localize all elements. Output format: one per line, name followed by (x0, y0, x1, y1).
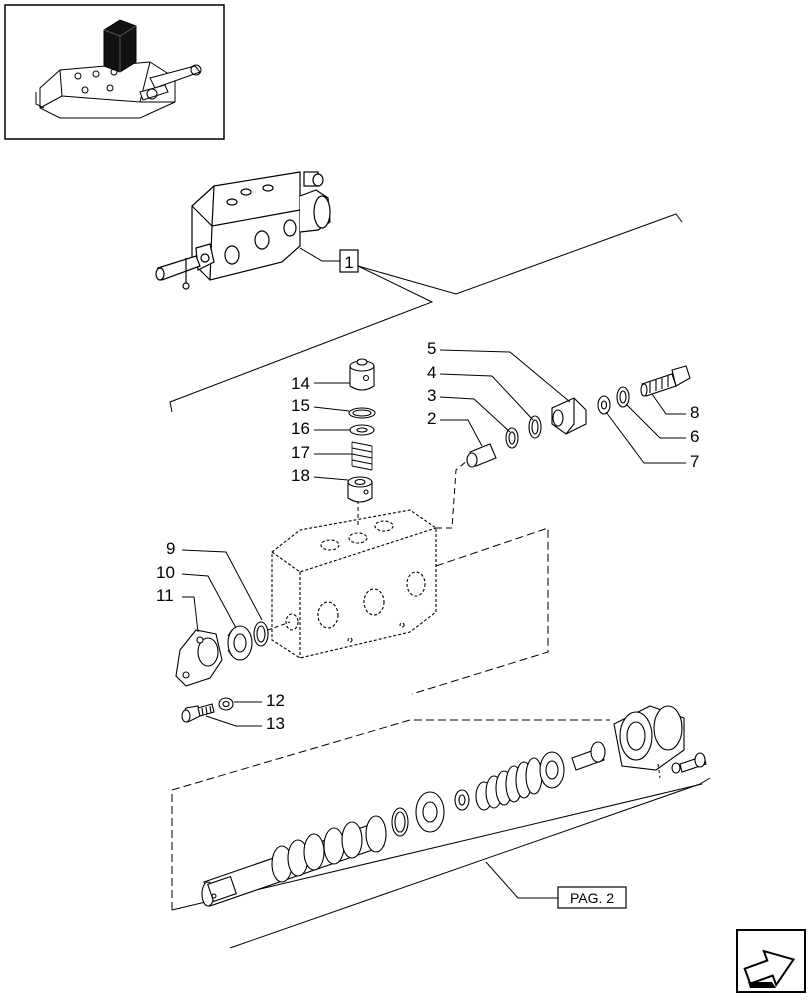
valve-body-illustration (271, 509, 437, 659)
leader-line (605, 411, 686, 464)
leader-line (205, 715, 262, 727)
svg-text:17: 17 (291, 443, 310, 462)
svg-text:3: 3 (427, 386, 436, 405)
leader-line (313, 406, 350, 412)
callout-8[interactable]: 8 (690, 403, 699, 422)
callout-7[interactable]: 7 (690, 452, 699, 471)
leader-line (169, 265, 434, 413)
callout-17[interactable]: 17 (291, 443, 310, 462)
parts-group-9-11 (175, 621, 269, 687)
callout-9[interactable]: 9 (166, 539, 175, 558)
svg-text:1: 1 (344, 253, 353, 272)
leader-line (181, 549, 263, 621)
parts-stack-2-8 (466, 365, 691, 468)
callout-16[interactable]: 16 (291, 419, 310, 438)
svg-text:12: 12 (266, 691, 285, 710)
svg-text:4: 4 (427, 363, 436, 382)
dashed-axis (267, 621, 291, 631)
leader-line (439, 373, 534, 421)
leader-line (625, 403, 686, 439)
leader-line (182, 596, 199, 633)
svg-text:PAG. 2: PAG. 2 (570, 890, 614, 906)
svg-text:6: 6 (690, 427, 699, 446)
svg-text:5: 5 (427, 339, 436, 358)
dashed-frame (411, 527, 549, 695)
leader-line (485, 861, 558, 899)
callout-13[interactable]: 13 (266, 714, 285, 733)
spool-assembly-illustration (201, 705, 707, 907)
dashed-frame (436, 459, 469, 529)
svg-text:11: 11 (156, 586, 174, 605)
leader-line (299, 247, 340, 262)
callout-11[interactable]: 11 (156, 586, 174, 605)
svg-text:2: 2 (427, 409, 436, 428)
svg-text:18: 18 (291, 466, 310, 485)
svg-text:9: 9 (166, 539, 175, 558)
callout-10[interactable]: 10 (156, 563, 175, 582)
callout-5[interactable]: 5 (427, 339, 436, 358)
callout-1[interactable]: 1 (339, 249, 359, 273)
leader-line (357, 213, 683, 295)
callout-15[interactable]: 15 (291, 396, 310, 415)
svg-text:7: 7 (690, 452, 699, 471)
parts-group-12-13 (181, 697, 234, 723)
svg-text:14: 14 (291, 374, 310, 393)
next-page-arrow-icon[interactable] (736, 929, 806, 993)
thumbnail-icon[interactable] (4, 4, 225, 140)
leader-line (439, 349, 571, 403)
svg-text:16: 16 (291, 419, 310, 438)
svg-text:13: 13 (266, 714, 285, 733)
svg-text:8: 8 (690, 403, 699, 422)
callout-2[interactable]: 2 (427, 409, 436, 428)
callout-12[interactable]: 12 (266, 691, 285, 710)
parts-stack-14-18 (347, 358, 376, 503)
leader-line (181, 573, 237, 629)
separator-line (229, 777, 711, 949)
leader-line (440, 419, 483, 447)
leader-line (439, 396, 511, 433)
dashed-axis (657, 763, 661, 779)
callout-6[interactable]: 6 (690, 427, 699, 446)
leader-line (651, 393, 686, 415)
valve-assembly-illustration (155, 171, 331, 290)
callout-3[interactable]: 3 (427, 386, 436, 405)
callout-14[interactable]: 14 (291, 374, 310, 393)
svg-text:10: 10 (156, 563, 175, 582)
svg-text:15: 15 (291, 396, 310, 415)
page-reference-box[interactable]: PAG. 2 (557, 886, 627, 909)
dashed-frame (171, 719, 610, 910)
leader-line (313, 476, 349, 481)
callout-4[interactable]: 4 (427, 363, 436, 382)
callout-18[interactable]: 18 (291, 466, 310, 485)
